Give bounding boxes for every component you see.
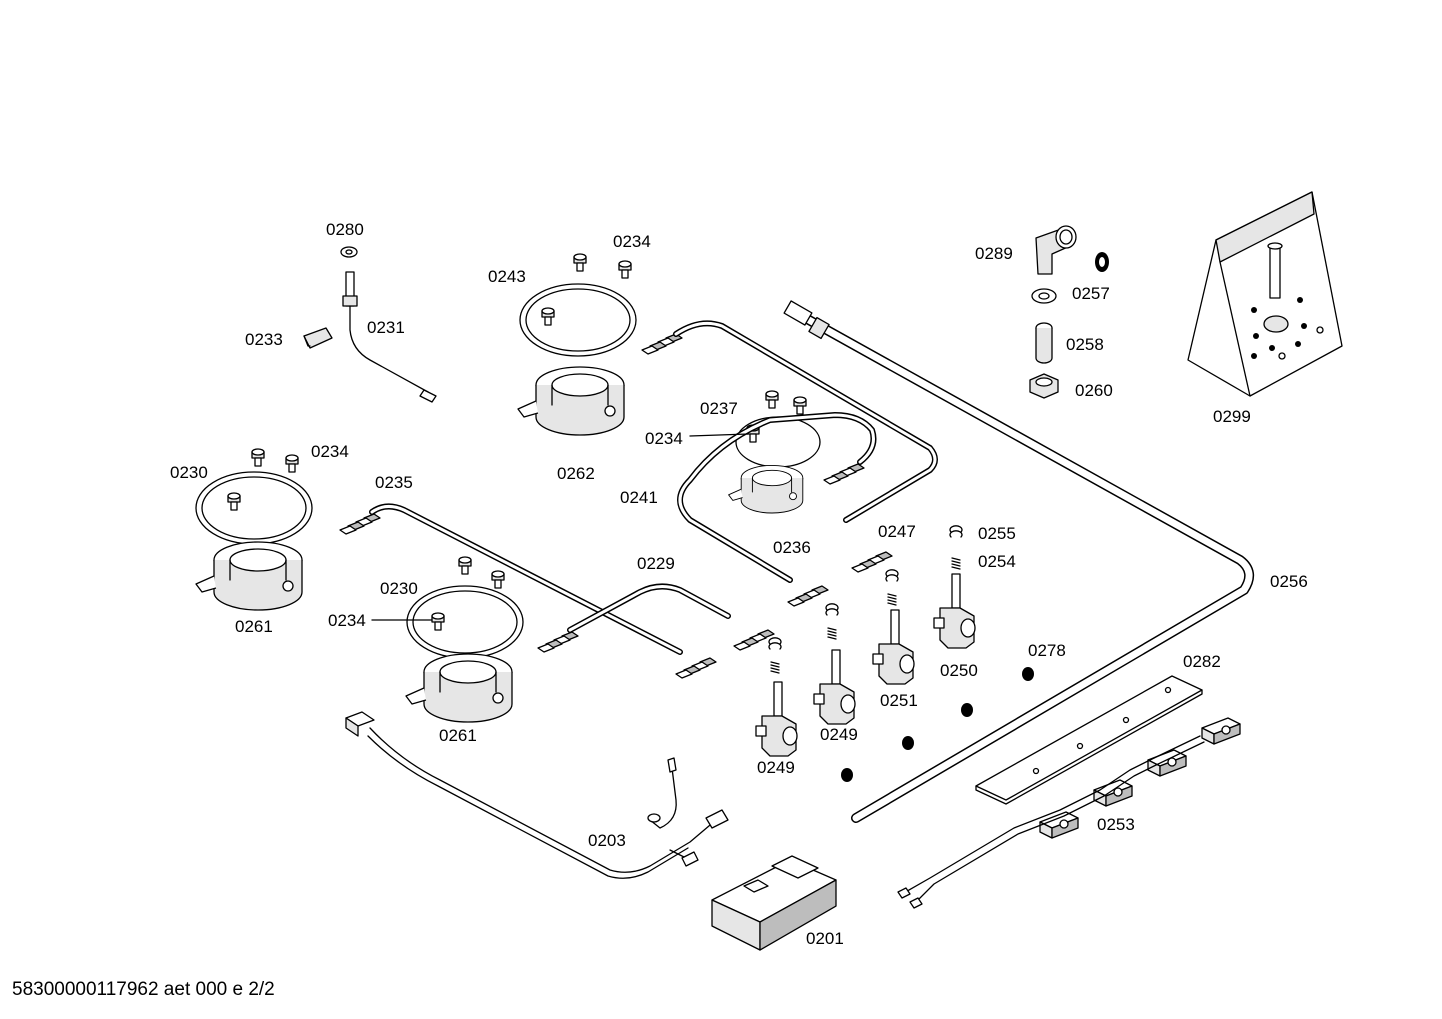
document-code: 58300000117962 aet 000 e 2/2 xyxy=(12,979,275,1000)
label-0233: 0233 xyxy=(245,330,283,349)
burner-0262 xyxy=(517,253,938,523)
label-0250: 0250 xyxy=(940,661,978,680)
bracket-0282 xyxy=(975,675,1203,805)
label-0234-top: 0234 xyxy=(613,232,651,251)
gas-pipe-0229 xyxy=(537,583,775,653)
label-0230-center: 0230 xyxy=(380,579,418,598)
label-0247: 0247 xyxy=(878,522,916,541)
label-0262: 0262 xyxy=(557,464,595,483)
label-0234-center: 0234 xyxy=(328,611,366,630)
label-0201: 0201 xyxy=(806,929,844,948)
label-0261-left: 0261 xyxy=(235,617,273,636)
leader-lines xyxy=(371,433,749,621)
label-0280: 0280 xyxy=(326,220,364,239)
gas-inlet-fittings xyxy=(1029,225,1109,399)
label-0289: 0289 xyxy=(975,244,1013,263)
gas-pipe-0235 xyxy=(339,503,717,679)
thermocouple-assembly xyxy=(303,246,437,403)
label-0255: 0255 xyxy=(978,524,1016,543)
label-0249-left: 0249 xyxy=(757,758,795,777)
label-0234-left: 0234 xyxy=(311,442,349,461)
label-0299: 0299 xyxy=(1213,407,1251,426)
label-0278: 0278 xyxy=(1028,641,1066,660)
burner-0261-center xyxy=(405,556,524,723)
gas-pipe-0256 xyxy=(783,300,1255,823)
label-0237: 0237 xyxy=(700,399,738,418)
wiring-harness-0203 xyxy=(345,711,729,879)
label-0254: 0254 xyxy=(978,552,1016,571)
label-0234-middle: 0234 xyxy=(645,429,683,448)
label-0260: 0260 xyxy=(1075,381,1113,400)
label-0251: 0251 xyxy=(880,691,918,710)
label-0230-left: 0230 xyxy=(170,463,208,482)
label-0203: 0203 xyxy=(588,831,626,850)
part-labels: 0280 0231 0233 0243 0234 0262 0237 0234 … xyxy=(170,220,1308,948)
gas-valves xyxy=(755,525,976,757)
label-0253: 0253 xyxy=(1097,815,1135,834)
label-0243: 0243 xyxy=(488,267,526,286)
ignition-switches-0253 xyxy=(897,717,1241,909)
label-0249-right: 0249 xyxy=(820,725,858,744)
label-0256: 0256 xyxy=(1270,572,1308,591)
label-0282: 0282 xyxy=(1183,652,1221,671)
label-0257: 0257 xyxy=(1072,284,1110,303)
burner-0261-left xyxy=(195,448,313,611)
conversion-kit-0299 xyxy=(1187,191,1343,397)
label-0241: 0241 xyxy=(620,488,658,507)
label-0235: 0235 xyxy=(375,473,413,492)
burner-0236 xyxy=(677,390,893,607)
label-0258: 0258 xyxy=(1066,335,1104,354)
label-0231: 0231 xyxy=(367,318,405,337)
ignition-module-0201 xyxy=(711,855,837,951)
label-0236: 0236 xyxy=(773,538,811,557)
label-0229: 0229 xyxy=(637,554,675,573)
label-0261-center: 0261 xyxy=(439,726,477,745)
